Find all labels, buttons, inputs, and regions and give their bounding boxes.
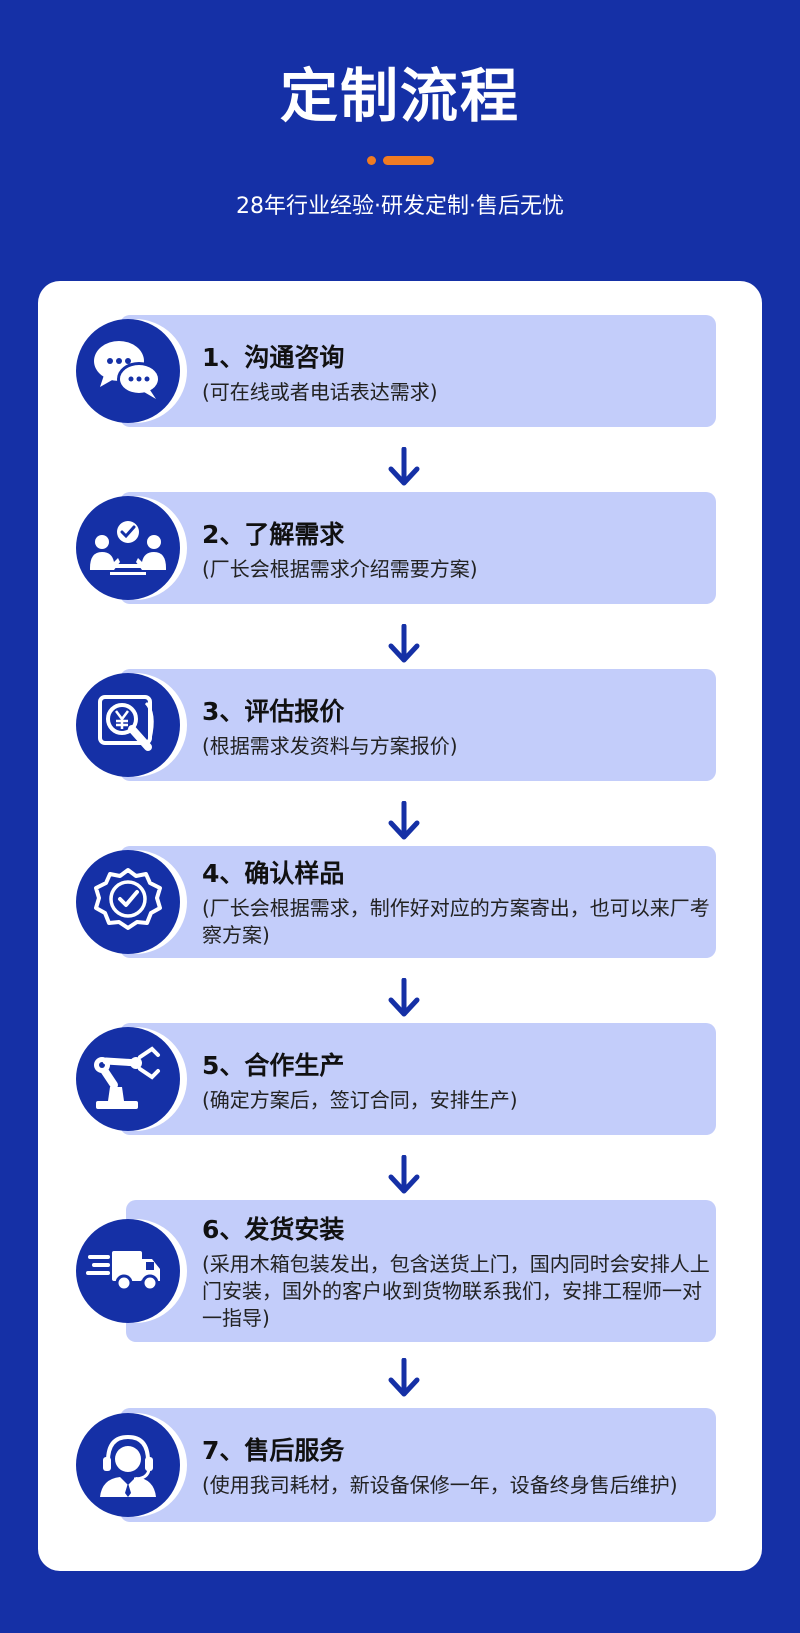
step-4-title: 4、确认样品: [202, 859, 345, 888]
step-7: 7、售后服务 (使用我司耗材，新设备保修一年，设备终身售后维护): [0, 1408, 800, 1522]
arrow-5: [387, 1154, 421, 1195]
step-2-desc: (厂长会根据需求介绍需要方案): [202, 557, 478, 581]
arrow-6: [387, 1357, 421, 1398]
page-subtitle: 28年行业经验·研发定制·售后无忧: [236, 194, 564, 219]
step-6-icon-circle: [76, 1219, 180, 1323]
step-5: 5、合作生产 (确定方案后，签订合同，安排生产): [0, 1023, 800, 1135]
step-2: 2、了解需求 (厂长会根据需求介绍需要方案): [0, 492, 800, 604]
meeting-check-icon: [90, 521, 166, 575]
arrow-1: [387, 446, 421, 487]
step-4: 4、确认样品 (厂长会根据需求，制作好对应的方案寄出，也可以来厂考察方案): [0, 846, 800, 958]
step-3-title: 3、评估报价: [202, 697, 345, 726]
step-2-background: [120, 492, 716, 604]
step-5-icon-circle: [76, 1027, 180, 1131]
step-1-background: [120, 315, 716, 427]
step-7-title: 7、售后服务: [202, 1436, 345, 1465]
arrow-down-icon: [388, 800, 420, 840]
arrow-down-icon: [388, 977, 420, 1017]
step-5-desc: (确定方案后，签订合同，安排生产): [202, 1088, 518, 1112]
step-4-icon-circle: [76, 850, 180, 954]
yen-magnifier-icon: [98, 695, 154, 751]
step-5-title: 5、合作生产: [202, 1051, 345, 1080]
step-1-desc: (可在线或者电话表达需求): [202, 380, 438, 404]
decoration-dot: [367, 156, 376, 165]
arrow-down-icon: [388, 446, 420, 486]
check-badge-icon: [94, 868, 162, 930]
arrow-3: [387, 800, 421, 841]
step-6: 6、发货安装 (采用木箱包装发出，包含送货上门，国内同时会安排人上门安装，国外的…: [0, 1200, 800, 1342]
step-3-icon-circle: [76, 673, 180, 777]
customer-service-icon: [100, 1434, 156, 1497]
step-6-title: 6、发货安装: [202, 1215, 345, 1244]
step-7-icon-circle: [76, 1413, 180, 1517]
delivery-truck-icon: [86, 1251, 160, 1292]
step-3: 3、评估报价 (根据需求发资料与方案报价): [0, 669, 800, 781]
step-1-icon-circle: [76, 319, 180, 423]
chat-bubbles-icon: [94, 341, 161, 399]
arrow-2: [387, 623, 421, 664]
step-7-desc: (使用我司耗材，新设备保修一年，设备终身售后维护): [202, 1473, 678, 1497]
robot-arm-icon: [94, 1046, 160, 1109]
step-3-desc: (根据需求发资料与方案报价): [202, 734, 458, 758]
step-1: 1、沟通咨询 (可在线或者电话表达需求): [0, 315, 800, 427]
step-6-desc: (采用木箱包装发出，包含送货上门，国内同时会安排人上门安装，国外的客户收到货物联…: [202, 1252, 710, 1330]
step-1-title: 1、沟通咨询: [202, 343, 345, 372]
step-7-background: [120, 1408, 716, 1522]
step-2-title: 2、了解需求: [202, 520, 345, 549]
arrow-down-icon: [388, 1357, 420, 1397]
arrow-4: [387, 977, 421, 1018]
step-3-background: [120, 669, 716, 781]
arrow-down-icon: [388, 623, 420, 663]
step-4-background: [120, 846, 716, 958]
step-6-background: [126, 1200, 716, 1342]
step-2-icon-circle: [76, 496, 180, 600]
step-5-background: [120, 1023, 716, 1135]
decoration-bar: [383, 156, 434, 165]
arrow-down-icon: [388, 1154, 420, 1194]
page-title: 定制流程: [279, 62, 520, 130]
step-4-desc: (厂长会根据需求，制作好对应的方案寄出，也可以来厂考察方案): [202, 896, 710, 947]
